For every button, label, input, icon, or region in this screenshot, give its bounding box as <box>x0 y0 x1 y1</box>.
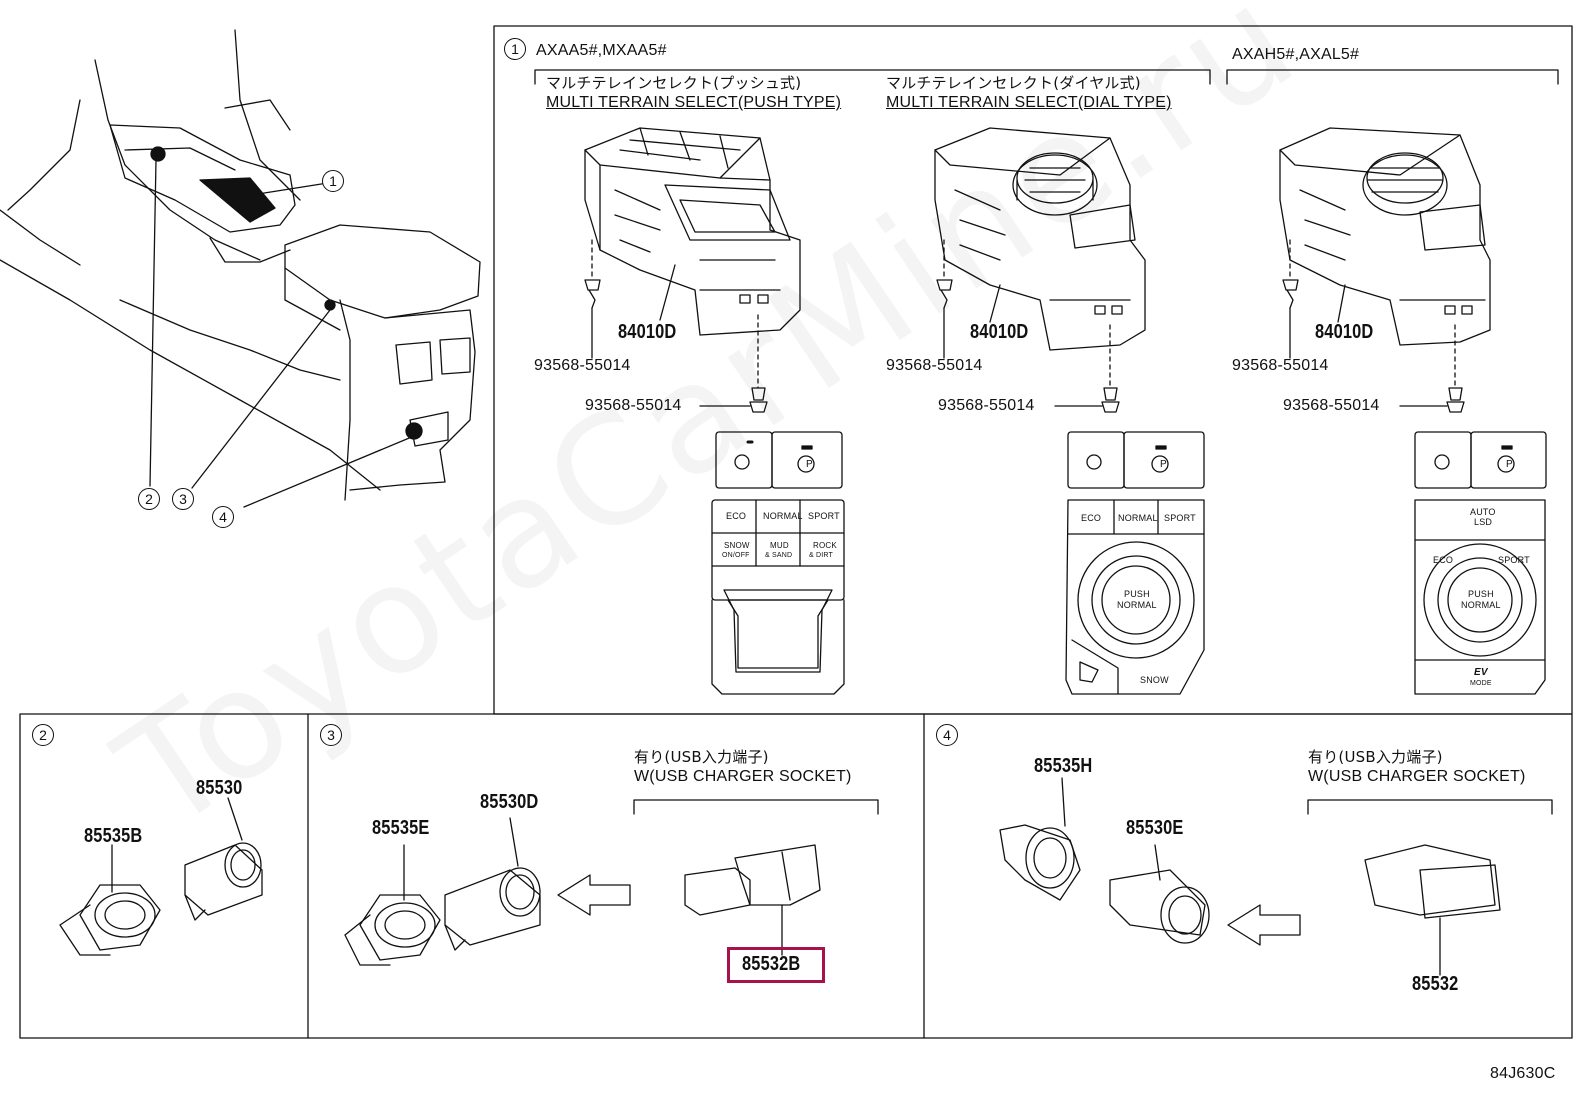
panel-2-number: 2 <box>32 724 54 746</box>
bottom-panels-frame <box>19 713 1573 1039</box>
part-93568-a1[interactable]: 93568-55014 <box>534 357 631 374</box>
console-overview <box>0 29 481 508</box>
push-type-label-en: MULTI TERRAIN SELECT(PUSH TYPE) <box>546 94 842 111</box>
bracket-usb-4 <box>1307 799 1553 815</box>
key-p-b: P <box>1160 459 1167 470</box>
push-type-label-jp: マルチテレインセレクト(プッシュ式) <box>546 74 802 92</box>
key-push-c: PUSH <box>1468 589 1494 599</box>
part-93568-b1[interactable]: 93568-55014 <box>886 357 983 374</box>
key-normal-b: NORMAL <box>1118 513 1158 523</box>
push-switch-illustration <box>584 127 801 413</box>
bracket-axaa5 <box>534 69 1211 85</box>
part-85532[interactable]: 85532 <box>1412 973 1459 995</box>
key-push-d: NORMAL <box>1461 600 1501 610</box>
callout-4: 4 <box>212 506 234 528</box>
bracket-usb-3 <box>633 799 879 815</box>
callout-3: 3 <box>172 488 194 510</box>
key-ev-a: EV <box>1474 667 1488 678</box>
key-p-a: P <box>806 459 813 470</box>
key-snow-b: ON/OFF <box>722 552 750 559</box>
model-code-a: AXAA5#,MXAA5# <box>536 42 667 59</box>
part-85532b[interactable]: 85532B <box>742 953 801 975</box>
push-bezel-face <box>711 431 845 695</box>
key-snow-a: SNOW <box>724 541 750 550</box>
panel-4-parts <box>999 777 1501 976</box>
panel-1-number: 1 <box>504 38 526 60</box>
part-85535e[interactable]: 85535E <box>372 817 430 839</box>
part-85530[interactable]: 85530 <box>196 777 243 799</box>
dial-switch-illustration <box>934 127 1146 413</box>
key-mud-a: MUD <box>770 541 789 550</box>
part-85535b[interactable]: 85535B <box>84 825 143 847</box>
ev-dial-switch-illustration <box>1279 127 1491 413</box>
part-93568-b2[interactable]: 93568-55014 <box>938 397 1035 414</box>
callout-1: 1 <box>322 170 344 192</box>
arrow-icon <box>1227 904 1301 946</box>
usb-note-en-3: W(USB CHARGER SOCKET) <box>634 768 852 785</box>
key-rock-a: ROCK <box>813 541 837 550</box>
part-93568-c1[interactable]: 93568-55014 <box>1232 357 1329 374</box>
key-sport-c: SPORT <box>1498 555 1530 565</box>
ev-bezel-face <box>1414 431 1547 695</box>
key-normal-a: NORMAL <box>763 511 803 521</box>
panel-4-number: 4 <box>936 724 958 746</box>
diagram-code: 84J630C <box>1490 1065 1556 1082</box>
key-auto-b: LSD <box>1474 517 1493 527</box>
part-93568-c2[interactable]: 93568-55014 <box>1283 397 1380 414</box>
key-mud-b: & SAND <box>765 552 793 559</box>
key-sport-a: SPORT <box>808 511 840 521</box>
key-p-c: P <box>1506 459 1513 470</box>
bracket-axah5 <box>1226 69 1559 85</box>
arrow-icon <box>557 874 631 916</box>
highlighted-part-frame <box>727 947 825 983</box>
key-sport-b: SPORT <box>1164 513 1196 523</box>
key-push-b: NORMAL <box>1117 600 1157 610</box>
panel-3-parts <box>344 817 821 966</box>
key-eco-c: ECO <box>1433 555 1454 565</box>
part-85530e[interactable]: 85530E <box>1126 817 1184 839</box>
part-93568-a2[interactable]: 93568-55014 <box>585 397 682 414</box>
key-auto-a: AUTO <box>1470 507 1496 517</box>
key-push-a: PUSH <box>1124 589 1150 599</box>
part-84010d-b[interactable]: 84010D <box>970 321 1029 343</box>
model-code-b: AXAH5#,AXAL5# <box>1232 46 1360 63</box>
part-85530d[interactable]: 85530D <box>480 791 539 813</box>
dial-type-label-en: MULTI TERRAIN SELECT(DIAL TYPE) <box>886 94 1172 111</box>
usb-note-en-4: W(USB CHARGER SOCKET) <box>1308 768 1526 785</box>
key-eco-b: ECO <box>1081 513 1102 523</box>
dial-bezel-face <box>1065 431 1205 695</box>
panel-3-number: 3 <box>320 724 342 746</box>
part-85535h[interactable]: 85535H <box>1034 755 1093 777</box>
key-snow-c: SNOW <box>1140 675 1169 685</box>
panel-2-parts <box>59 797 263 956</box>
key-rock-b: & DIRT <box>809 552 834 559</box>
usb-note-jp-4: 有り(USB入力端子) <box>1308 748 1443 766</box>
callout-2: 2 <box>138 488 160 510</box>
key-ev-b: MODE <box>1470 680 1492 687</box>
part-84010d-c[interactable]: 84010D <box>1315 321 1374 343</box>
usb-note-jp-3: 有り(USB入力端子) <box>634 748 769 766</box>
key-eco-a: ECO <box>726 511 747 521</box>
part-84010d-a[interactable]: 84010D <box>618 321 677 343</box>
dial-type-label-jp: マルチテレインセレクト(ダイヤル式) <box>886 74 1141 92</box>
